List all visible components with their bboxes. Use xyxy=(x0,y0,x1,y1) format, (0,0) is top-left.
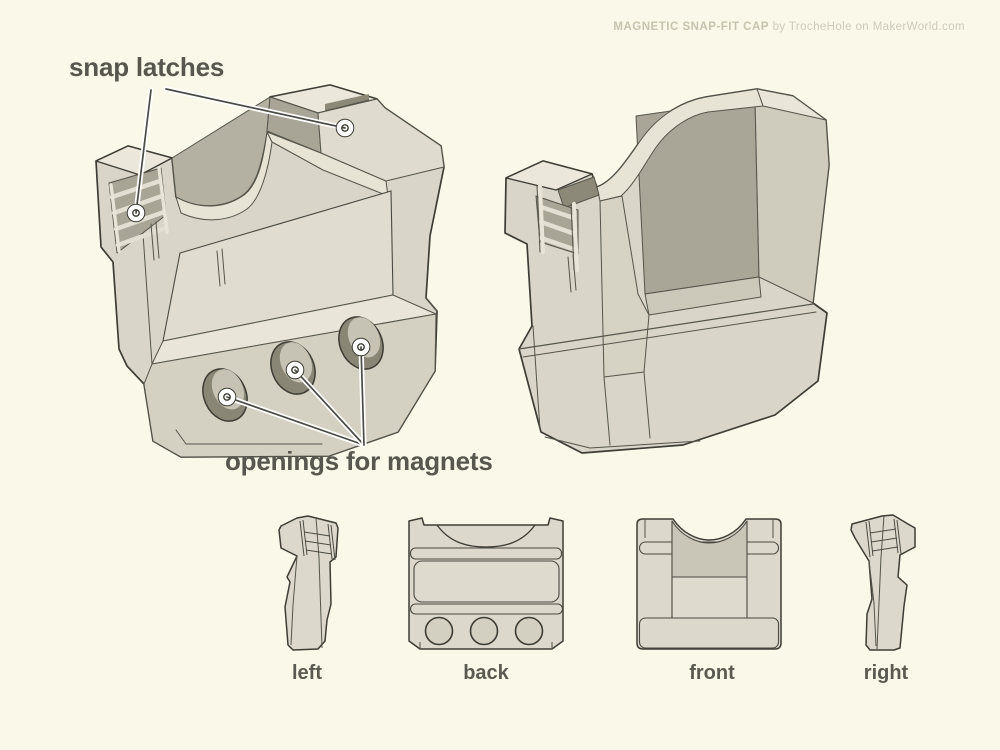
callout-marker xyxy=(351,337,371,357)
left-tower-mouth xyxy=(557,176,600,209)
annotation-snap-latches: snap latches xyxy=(69,52,225,82)
view-label-left: left xyxy=(292,662,322,684)
right-view-outline xyxy=(850,514,916,651)
callout-marker xyxy=(217,387,237,407)
ortho-view-front xyxy=(636,518,782,650)
latch-ladder xyxy=(538,204,579,253)
latch-rails xyxy=(109,166,169,253)
magnet-hole-circle xyxy=(424,616,454,646)
left-view-outline xyxy=(278,515,339,651)
credit-line: MAGNETIC SNAP-FIT CAP by TrocheHole on M… xyxy=(613,21,965,33)
view-label-back: back xyxy=(463,662,509,684)
ortho-view-right xyxy=(850,514,916,651)
credit-title: MAGNETIC SNAP-FIT CAP xyxy=(613,21,769,33)
callout-marker xyxy=(285,360,305,380)
right-wall-inner xyxy=(754,95,830,304)
latch-ladder xyxy=(865,518,902,558)
callout-snap-latches xyxy=(126,86,355,223)
mid-panel xyxy=(413,560,560,603)
center-panel xyxy=(671,576,748,619)
lower-band xyxy=(409,603,564,615)
callout-marker xyxy=(335,118,355,138)
rim-band xyxy=(596,88,764,202)
view-label-right: right xyxy=(863,662,909,684)
iso-view-back-right xyxy=(504,88,830,454)
channel-floor xyxy=(644,276,762,316)
ortho-view-left xyxy=(278,515,339,651)
callout-magnet-openings xyxy=(217,337,371,448)
bottom-band xyxy=(638,617,780,649)
left-tower-top-face xyxy=(95,145,173,176)
top-scallop xyxy=(436,524,536,548)
view-label-front: front xyxy=(689,662,735,684)
upper-band xyxy=(409,547,563,560)
latch-prong xyxy=(150,221,226,287)
latch-ladder xyxy=(299,519,336,561)
annotation-openings-for-magnets: openings for magnets xyxy=(225,446,493,476)
latch-prong xyxy=(567,254,577,293)
right-side-face xyxy=(317,98,445,182)
callout-marker xyxy=(126,203,146,223)
magnet-hole-circle xyxy=(514,616,544,646)
credit-byline: by TrocheHole on MakerWorld.com xyxy=(772,21,965,33)
iso-view-front-left xyxy=(95,84,445,458)
ortho-view-back xyxy=(408,517,564,650)
magnet-hole-circle xyxy=(469,616,499,646)
